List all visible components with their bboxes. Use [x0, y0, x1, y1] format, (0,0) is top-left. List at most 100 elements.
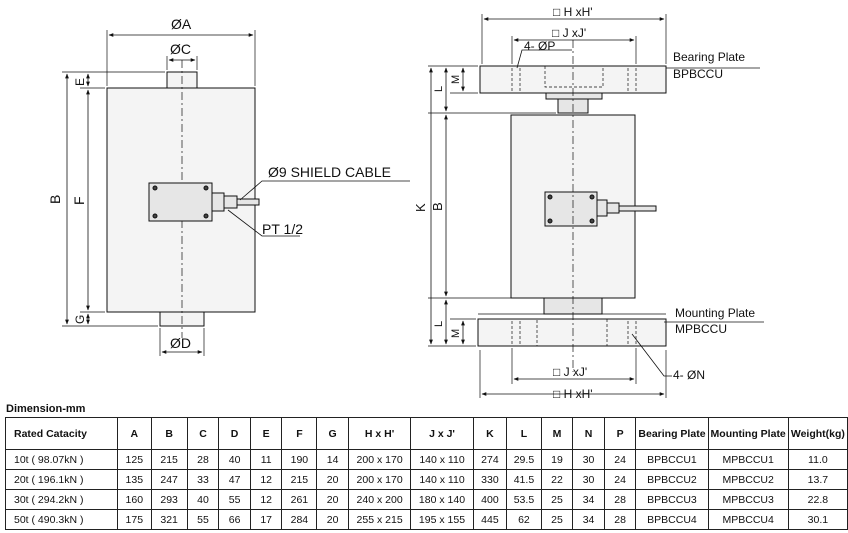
- bearing-plate-code: BPBCCU: [673, 67, 723, 81]
- table-cell: 34: [572, 489, 605, 510]
- table-cell: 20: [316, 489, 349, 510]
- table-cell: 20: [316, 469, 349, 490]
- table-header-cell: Bearing Plate: [635, 417, 709, 450]
- table-header-cell: J x J': [410, 417, 474, 450]
- table-header-cell: B: [150, 417, 188, 450]
- table-cell: 190: [281, 449, 318, 470]
- table-cell: MPBCCU2: [707, 469, 789, 490]
- table-header-cell: Mounting Plate: [707, 417, 789, 450]
- table-header-cell: K: [472, 417, 508, 450]
- table-cell: 13.7: [787, 469, 848, 490]
- table-cell: MPBCCU4: [707, 509, 789, 530]
- dim-g-label: G: [73, 315, 87, 324]
- table-header-cell: Weight(kg): [787, 417, 848, 450]
- table-cell: 22.8: [787, 489, 848, 510]
- table-cell: 321: [150, 509, 188, 530]
- dim-m-top-label: M: [450, 75, 462, 84]
- table-cell: 274: [472, 449, 508, 470]
- table-cell: 160: [117, 489, 152, 510]
- right-view: [428, 14, 764, 398]
- table-cell: 47: [218, 469, 251, 490]
- table-cell: BPBCCU1: [635, 449, 709, 470]
- top-h-label: □ H xH': [553, 5, 593, 19]
- table-cell: 11.0: [787, 449, 848, 470]
- table-cell: 25: [540, 489, 574, 510]
- table-cell: 66: [218, 509, 251, 530]
- junction-box: [148, 182, 213, 222]
- table-cell: 40: [186, 489, 220, 510]
- table-cell: 30t ( 294.2kN ): [4, 489, 119, 510]
- table-cell: 261: [281, 489, 318, 510]
- table-cell: 50t ( 490.3kN ): [4, 509, 119, 530]
- table-header-cell: G: [316, 417, 349, 450]
- table-cell: 125: [117, 449, 152, 470]
- table-cell: 284: [281, 509, 318, 530]
- table-cell: 445: [472, 509, 508, 530]
- table-cell: 400: [472, 489, 508, 510]
- table-cell: 135: [117, 469, 152, 490]
- bottom-h-label: □ H xH': [553, 387, 593, 400]
- table-cell: 12: [249, 469, 283, 490]
- table-cell: 24: [603, 469, 637, 490]
- top-holes-label: 4- ØP: [524, 39, 555, 53]
- table-header-cell: L: [506, 417, 542, 450]
- dim-k-label: K: [413, 203, 428, 212]
- table-header-cell: D: [218, 417, 251, 450]
- table-cell: 30.1: [787, 509, 848, 530]
- table-header-cell: Rated Catacity: [4, 417, 119, 450]
- table-cell: 22: [540, 469, 574, 490]
- table-cell: 215: [150, 449, 188, 470]
- table-cell: 28: [603, 509, 637, 530]
- table-header-cell: F: [281, 417, 318, 450]
- bottom-holes-label: 4- ØN: [673, 368, 705, 382]
- thread-label: PT 1/2: [262, 221, 303, 237]
- table-cell: 17: [249, 509, 283, 530]
- table-cell: 33: [186, 469, 220, 490]
- table-cell: 140 x 110: [410, 469, 474, 490]
- table-cell: 29.5: [506, 449, 542, 470]
- table-cell: 30: [572, 449, 605, 470]
- mounting-plate: [477, 318, 667, 347]
- table-cell: 20: [316, 509, 349, 530]
- table-cell: 55: [186, 509, 220, 530]
- table-header-cell: N: [572, 417, 605, 450]
- table-cell: 14: [316, 449, 349, 470]
- mounting-plate-code: MPBCCU: [675, 322, 727, 336]
- cable-label: Ø9 SHIELD CABLE: [268, 164, 391, 180]
- mounting-plate-label: Mounting Plate: [675, 306, 755, 320]
- table-cell: 30: [572, 469, 605, 490]
- table-cell: 215: [281, 469, 318, 490]
- dim-m-bottom-label: M: [450, 329, 462, 338]
- table-cell: 140 x 110: [410, 449, 474, 470]
- table-cell: 41.5: [506, 469, 542, 490]
- table-header-cell: C: [186, 417, 220, 450]
- dim-b-label: B: [47, 195, 63, 204]
- table-cell: 255 x 215: [347, 509, 412, 530]
- table-cell: 34: [572, 509, 605, 530]
- table-cell: 28: [603, 489, 637, 510]
- table-cell: 19: [540, 449, 574, 470]
- table-cell: BPBCCU2: [635, 469, 709, 490]
- table-header-cell: E: [249, 417, 283, 450]
- table-title: Dimension-mm: [6, 403, 86, 415]
- table-cell: 28: [186, 449, 220, 470]
- dim-e-label: E: [73, 78, 87, 86]
- dim-c-label: ØC: [170, 41, 191, 57]
- table-cell: MPBCCU1: [707, 449, 789, 470]
- table-header-cell: M: [540, 417, 574, 450]
- dim-d-label: ØD: [170, 335, 191, 351]
- table-cell: 62: [506, 509, 542, 530]
- left-view: [62, 30, 410, 356]
- top-j-label: □ J xJ': [552, 26, 586, 40]
- table-cell: 240 x 200: [347, 489, 412, 510]
- table-header-cell: P: [603, 417, 637, 450]
- dim-f-label: F: [71, 196, 87, 205]
- table-cell: 247: [150, 469, 188, 490]
- table-cell: BPBCCU3: [635, 489, 709, 510]
